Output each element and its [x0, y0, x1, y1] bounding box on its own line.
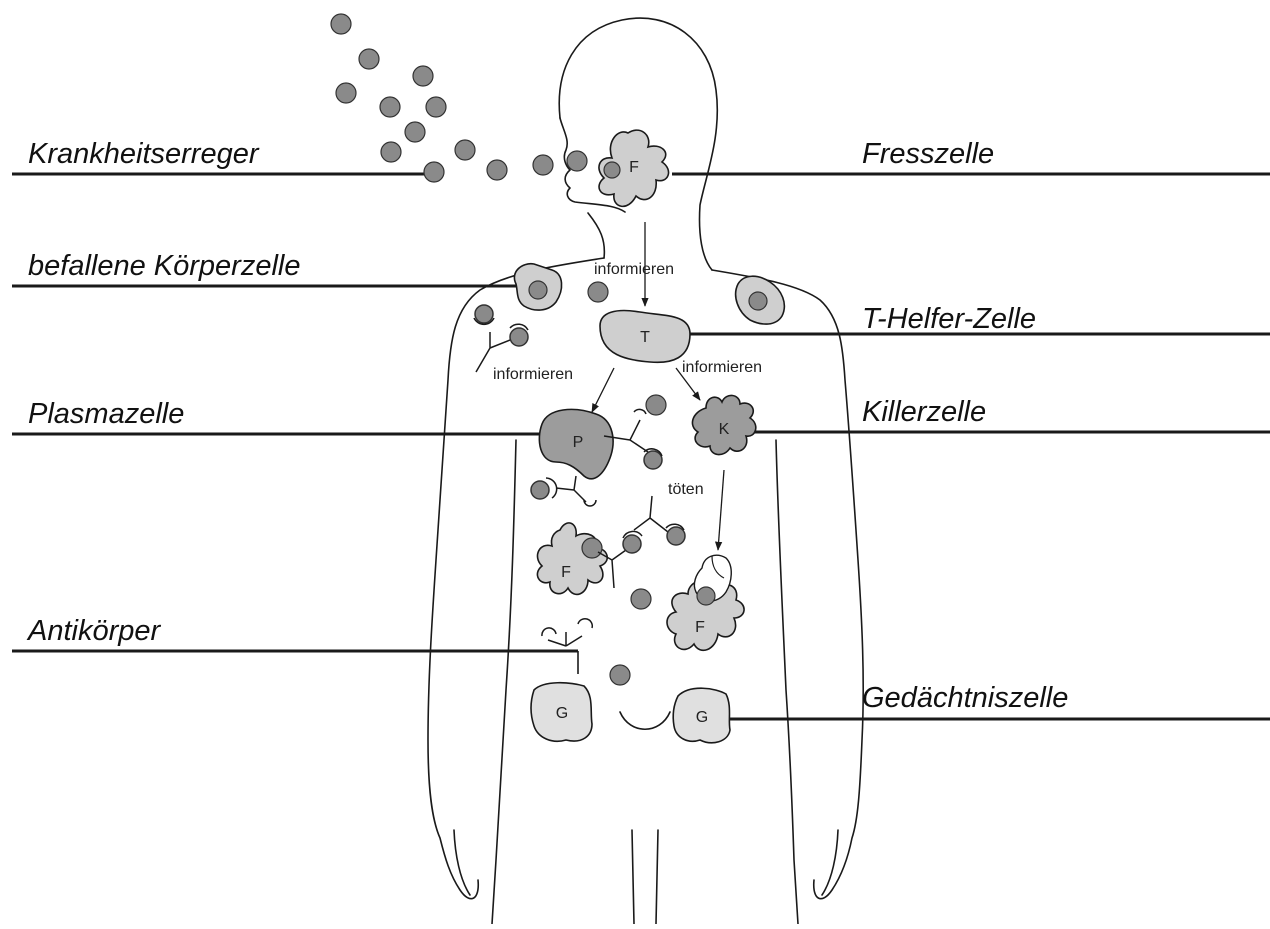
arrow-thelfer-to-plasma — [592, 368, 614, 412]
label-befallene-koerperzelle: befallene Körperzelle — [28, 252, 300, 281]
fresszelle-letter: F — [629, 159, 639, 176]
gedaechtnis-1-letter: G — [556, 705, 568, 722]
plasmazelle: P — [539, 409, 613, 478]
antibody-cluster-shoulder — [474, 305, 528, 372]
label-gedaechtniszelle: Gedächtniszelle — [862, 684, 1068, 713]
label-fresszelle: Fresszelle — [862, 140, 994, 169]
plasma-letter: P — [573, 434, 584, 451]
killer-letter: K — [719, 421, 730, 438]
fresszelle-macrophage-right: F — [667, 555, 744, 650]
label-antikoerper: Antikörper — [28, 617, 160, 646]
gedaechtniszelle-left: G — [531, 683, 592, 742]
gedaechtnis-2-letter: G — [696, 709, 708, 726]
antibody-cluster-middle — [598, 496, 685, 588]
label-killerzelle: Killerzelle — [862, 398, 986, 427]
informieren-label-right: informieren — [682, 359, 762, 376]
label-krankheitserreger: Krankheitserreger — [28, 140, 259, 169]
label-t-helfer-zelle: T-Helfer-Zelle — [862, 305, 1036, 334]
killerzelle: K — [692, 395, 755, 454]
label-plasmazelle: Plasmazelle — [28, 400, 184, 429]
fresszelle-3-letter: F — [695, 619, 705, 636]
free-antibody — [542, 619, 592, 646]
informieren-label-top: informieren — [594, 261, 674, 278]
fresszelle-2-letter: F — [561, 564, 571, 581]
informieren-label-left: informieren — [493, 366, 573, 383]
t-helfer-letter: T — [640, 329, 650, 346]
infected-body-cell-left — [514, 264, 561, 310]
toeten-label: töten — [668, 481, 704, 498]
fresszelle-macrophage-left: F — [537, 523, 607, 595]
fresszelle-macrophage-top: F — [599, 130, 669, 206]
arrow-killer-to-infected — [718, 470, 724, 550]
infected-body-cell-right — [736, 276, 785, 324]
gedaechtniszelle-right: G — [673, 688, 730, 743]
t-helfer-zelle: T — [600, 311, 690, 363]
